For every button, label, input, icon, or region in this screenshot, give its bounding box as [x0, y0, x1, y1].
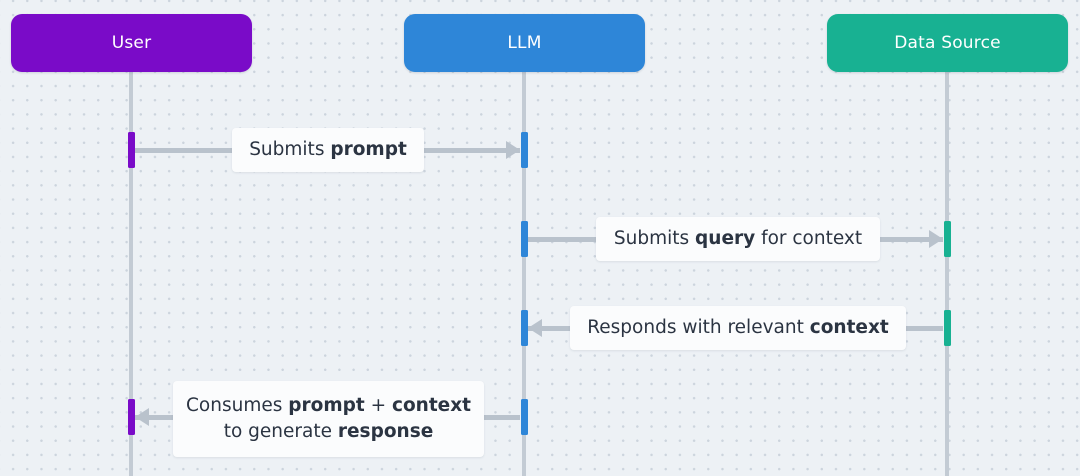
message-label-line: to generate response [224, 419, 434, 445]
activation-bar-llm [520, 221, 528, 257]
arrowhead-left-msg-responds-context [528, 319, 542, 337]
message-label-line: Consumes prompt + context [186, 393, 471, 419]
message-label-line: Submits query for context [614, 226, 862, 252]
message-keyword: context [809, 317, 889, 339]
activation-bar-llm [520, 310, 528, 346]
lifeline-llm [522, 72, 526, 476]
participant-user[interactable]: User [11, 14, 252, 72]
message-label-line: Responds with relevant context [587, 315, 889, 341]
message-text: Responds with relevant [587, 317, 810, 339]
message-keyword: query [695, 228, 756, 250]
arrowhead-right-msg-submits-prompt [506, 141, 520, 159]
activation-bar-user [127, 399, 135, 435]
message-label-msg-submits-query[interactable]: Submits query for context [596, 217, 880, 261]
activation-bar-llm [520, 399, 528, 435]
message-keyword: prompt [330, 139, 407, 161]
participant-label: Data Source [894, 33, 1001, 53]
participant-llm[interactable]: LLM [404, 14, 645, 72]
message-text: Submits [613, 228, 696, 250]
message-label-msg-responds-context[interactable]: Responds with relevant context [570, 306, 906, 350]
message-keyword: response [337, 421, 434, 442]
message-text: Submits [249, 139, 331, 161]
message-text: for context [755, 228, 863, 250]
message-text: to generate [223, 421, 338, 442]
activation-bar-datasource [943, 221, 951, 257]
participant-datasource[interactable]: Data Source [827, 14, 1068, 72]
arrowhead-right-msg-submits-query [929, 230, 943, 248]
lifeline-datasource [945, 72, 949, 476]
message-text: Consumes [186, 395, 289, 417]
participant-label: User [111, 33, 152, 53]
activation-bar-datasource [943, 310, 951, 346]
message-keyword: context [391, 395, 471, 417]
message-text: + [364, 395, 392, 417]
message-keyword: prompt [288, 395, 365, 417]
arrowhead-left-msg-consumes-prompt-context [135, 408, 149, 426]
activation-bar-user [127, 132, 135, 168]
message-label-msg-submits-prompt[interactable]: Submits prompt [232, 128, 424, 172]
lifeline-user [129, 72, 133, 476]
activation-bar-llm [520, 132, 528, 168]
participant-label: LLM [507, 33, 542, 53]
message-label-line: Submits prompt [249, 137, 407, 163]
